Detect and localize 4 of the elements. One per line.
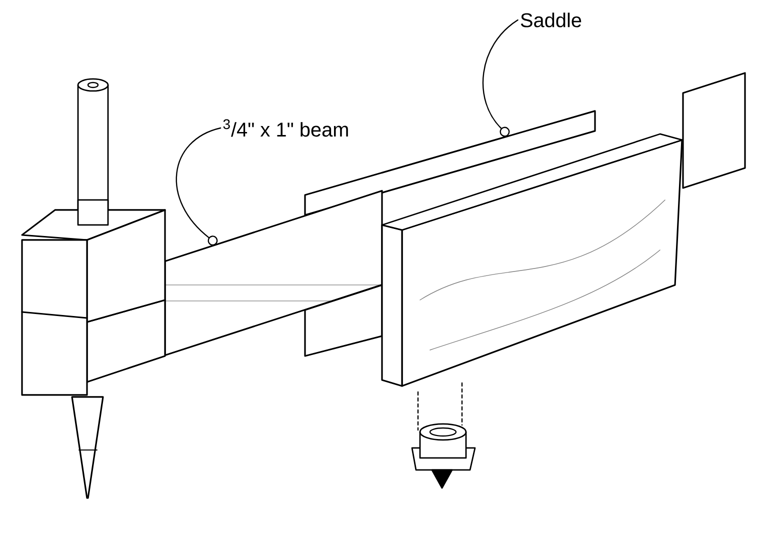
leader-line bbox=[482, 19, 518, 137]
callout-label: Saddle bbox=[520, 12, 582, 28]
callout-label: $^{3}$/4" x 1" beam bbox=[223, 119, 348, 137]
leader-line bbox=[176, 127, 222, 246]
